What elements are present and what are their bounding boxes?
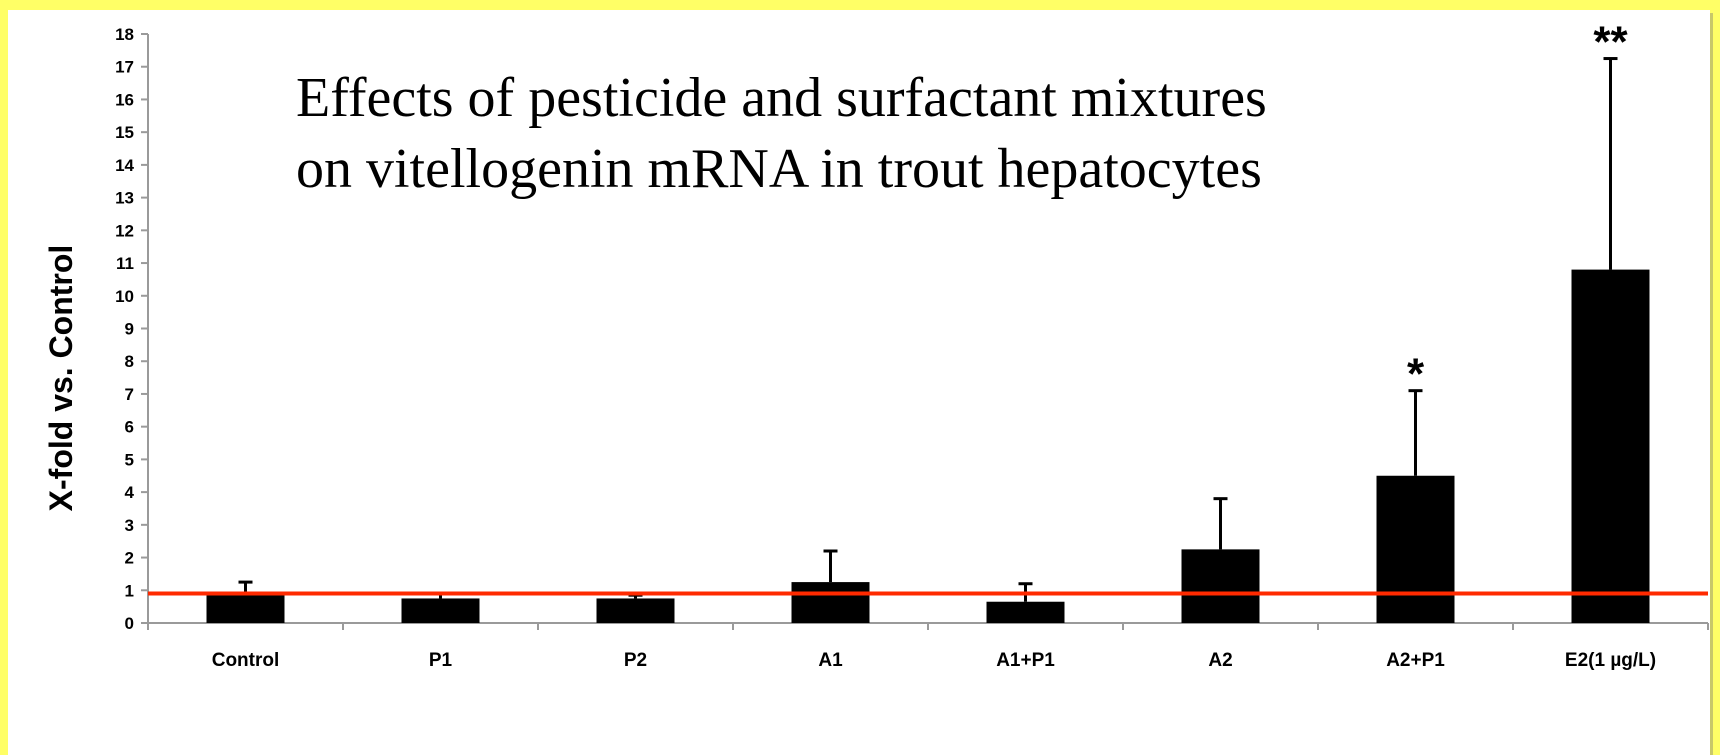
y-tick-label-1: 1	[125, 581, 134, 600]
significance-marker-7: **	[1593, 18, 1628, 67]
x-tick-label-7: E2(1 µg/L)	[1565, 650, 1656, 671]
x-tick-label-4: A1+P1	[996, 650, 1055, 671]
bar-3	[791, 582, 870, 623]
y-tick-label-12: 12	[115, 221, 134, 240]
x-tick-label-0: Control	[212, 650, 280, 671]
chart-title-line-2: on vitellogenin mRNA in trout hepatocyte…	[296, 138, 1262, 200]
bar-2	[596, 598, 675, 623]
y-tick-label-5: 5	[125, 450, 134, 469]
y-tick-label-13: 13	[115, 189, 134, 208]
chart-frame: Effects of pesticide and surfactant mixt…	[8, 10, 1710, 755]
significance-marker-6: *	[1407, 350, 1425, 399]
bar-0	[206, 593, 285, 623]
x-tick-label-1: P1	[429, 650, 453, 671]
y-tick-label-2: 2	[125, 549, 134, 568]
y-tick-label-3: 3	[125, 516, 134, 535]
y-tick-label-18: 18	[115, 25, 134, 44]
bar-6	[1376, 475, 1455, 623]
x-tick-label-6: A2+P1	[1386, 650, 1445, 671]
y-tick-label-17: 17	[115, 58, 134, 77]
y-tick-label-7: 7	[125, 385, 134, 404]
y-tick-label-14: 14	[115, 156, 134, 175]
bar-5	[1181, 549, 1260, 623]
y-tick-label-15: 15	[115, 123, 134, 142]
y-tick-label-16: 16	[115, 90, 134, 109]
x-tick-label-2: P2	[624, 650, 647, 671]
y-tick-label-6: 6	[125, 418, 134, 437]
chart-title-line-1: Effects of pesticide and surfactant mixt…	[296, 67, 1267, 129]
x-tick-label-5: A2	[1208, 650, 1232, 671]
y-tick-label-9: 9	[125, 320, 134, 339]
y-axis-title: X-fold vs. Control	[43, 245, 79, 512]
bar-chart: Effects of pesticide and surfactant mixt…	[43, 18, 1709, 671]
y-tick-label-8: 8	[125, 352, 134, 371]
y-tick-label-0: 0	[125, 614, 134, 633]
y-tick-label-4: 4	[125, 483, 135, 502]
y-tick-label-10: 10	[115, 287, 134, 306]
x-tick-label-3: A1	[818, 650, 843, 671]
bar-4	[986, 601, 1065, 623]
y-tick-label-11: 11	[116, 254, 134, 273]
bar-1	[401, 598, 480, 623]
bar-7	[1571, 269, 1650, 623]
